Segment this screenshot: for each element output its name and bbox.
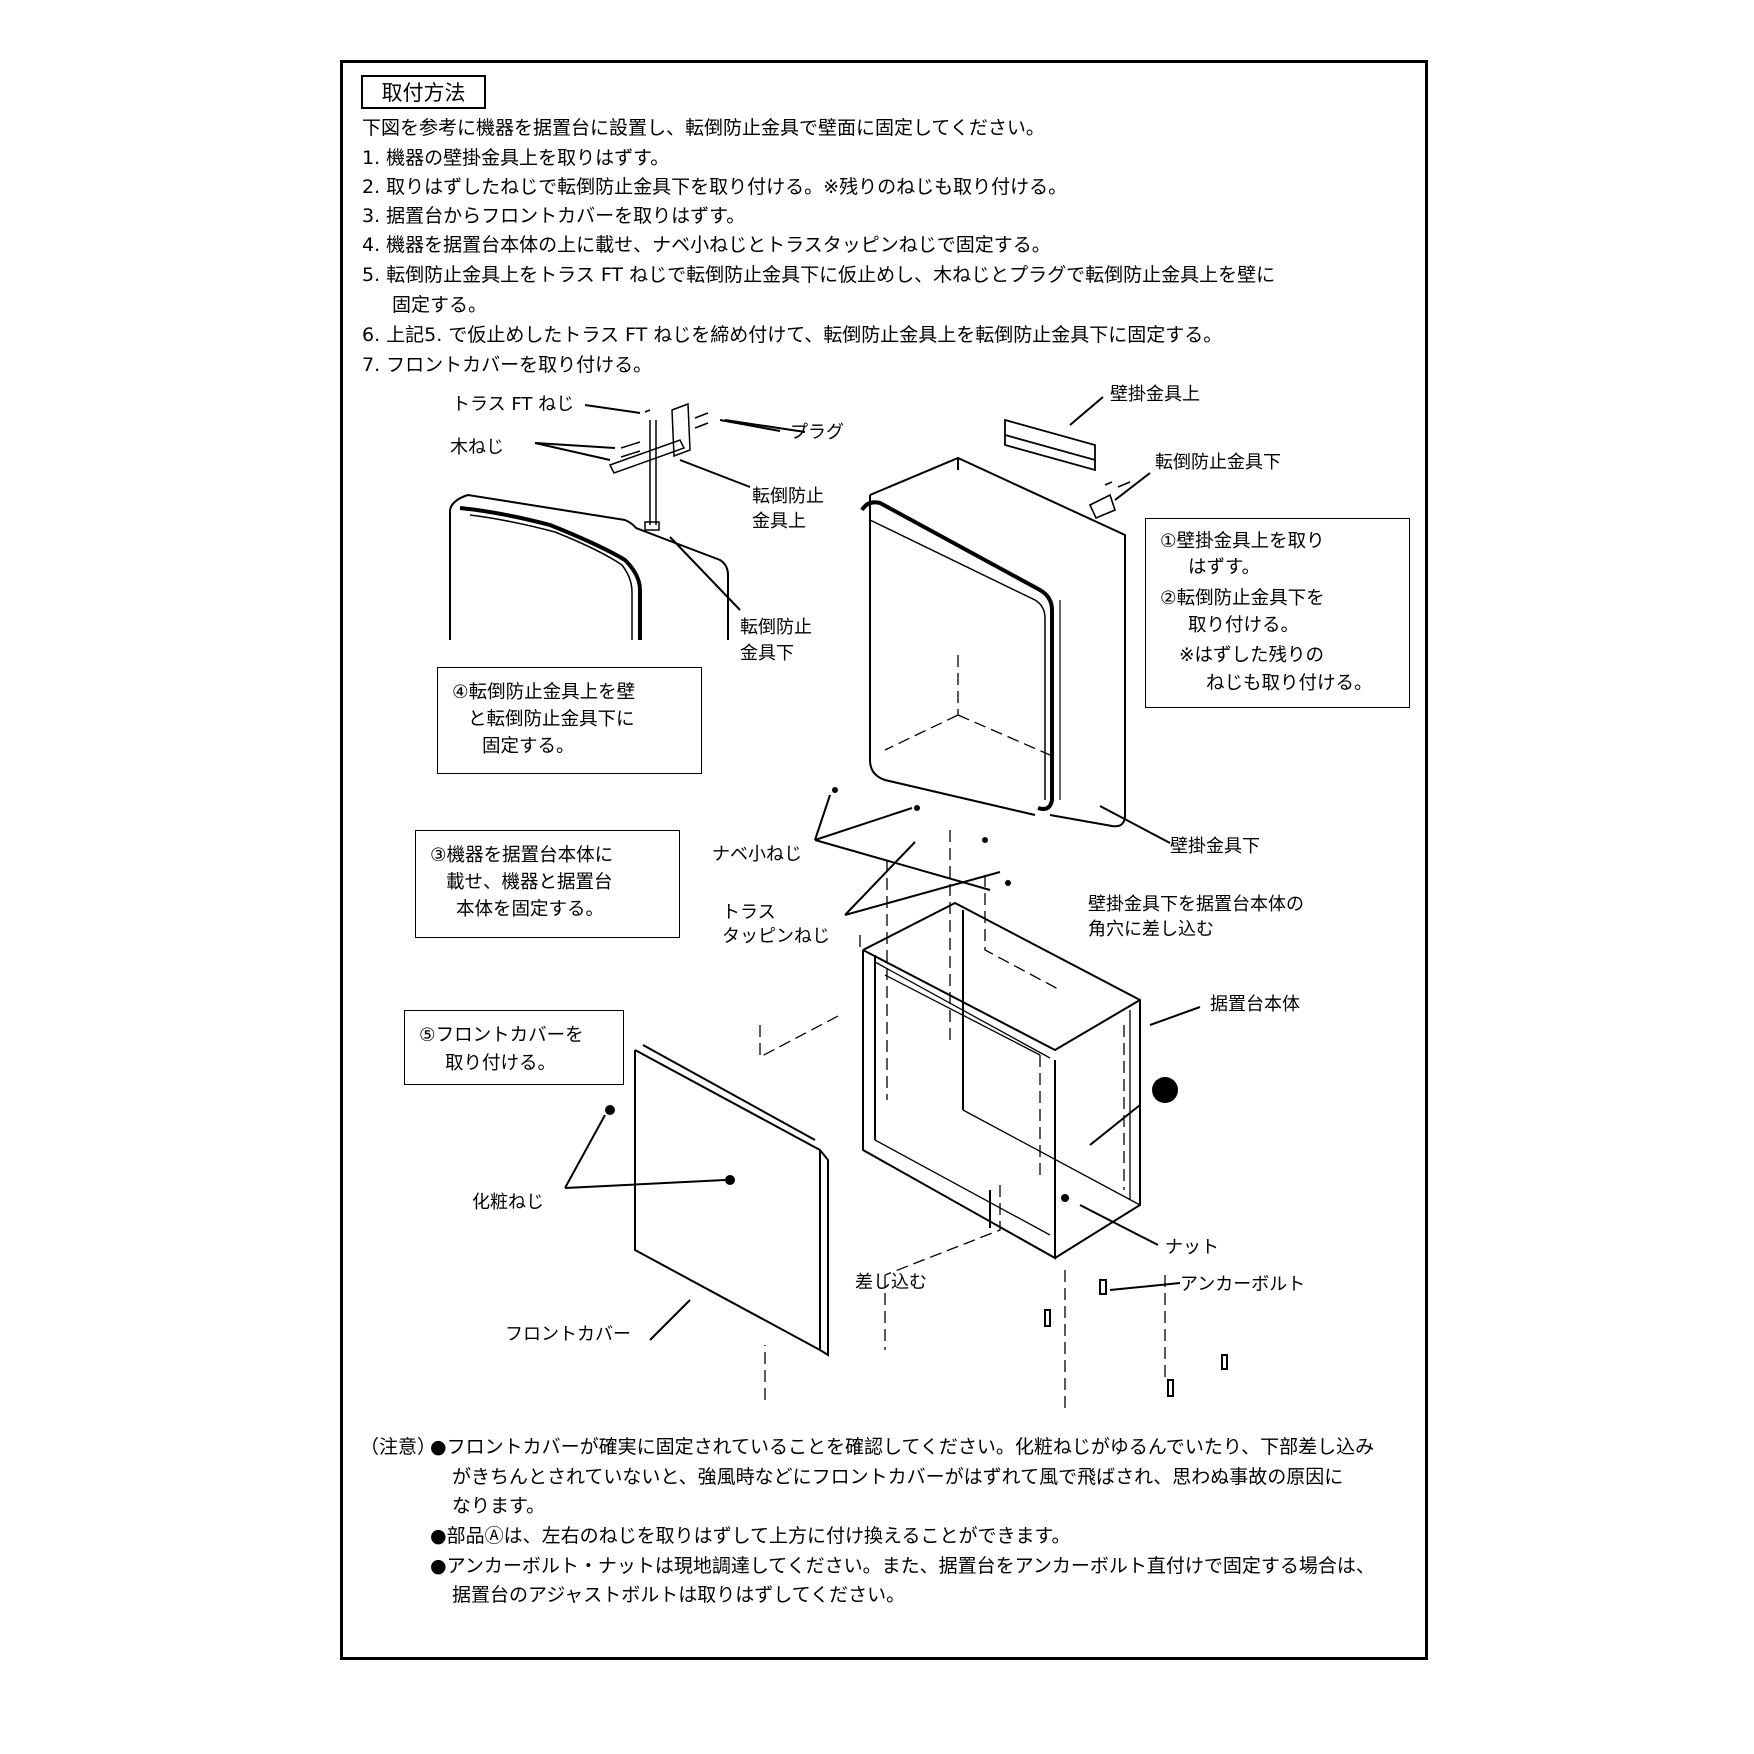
intro-text: 下図を参考に機器を据置台に設置し、転倒防止金具で壁面に固定してください。 xyxy=(362,117,1045,139)
inset-unit-top xyxy=(449,493,729,640)
note-1c: なります。 xyxy=(452,1495,546,1517)
unit-body xyxy=(860,456,1126,828)
step3-line: ③機器を据置台本体に xyxy=(430,845,614,866)
step-5-cont: 固定する。 xyxy=(392,294,488,316)
step3-line: 本体を固定する。 xyxy=(456,899,605,920)
label-tip-upper-1: 転倒防止 xyxy=(752,486,824,507)
label-wall-bracket-upper: 壁掛金具上 xyxy=(1110,384,1200,405)
label-front-cover: フロントカバー xyxy=(505,1324,631,1345)
step4-line: と転倒防止金具下に xyxy=(468,709,635,730)
wall-bracket-upper xyxy=(1004,418,1096,472)
cover-hidden xyxy=(759,875,1061,1400)
step-1: 1. 機器の壁掛金具上を取りはずす。 xyxy=(362,147,670,169)
step4-box: ④転倒防止金具上を壁 と転倒防止金具下に 固定する。 xyxy=(437,667,702,774)
page-frame xyxy=(340,60,1428,1660)
label-wall-bracket-lower: 壁掛金具下 xyxy=(1170,836,1260,857)
note-1b: がきちんとされていないと、強風時などにフロントカバーがはずれて風で飛ばされ、思わ… xyxy=(452,1466,1344,1488)
step1-line: 取り付ける。 xyxy=(1188,615,1300,636)
screw-marks xyxy=(605,787,1228,1397)
step5-line: ⑤フロントカバーを xyxy=(419,1025,584,1046)
step1-line: ※はずした残りの xyxy=(1179,645,1325,666)
step1-line: ②転倒防止金具下を xyxy=(1160,588,1325,609)
main-arrows xyxy=(564,396,1201,1341)
tip-bracket-lower xyxy=(1088,481,1131,520)
inset-arrows xyxy=(534,404,806,611)
label-truss-tapping-2: タッピンねじ xyxy=(722,926,830,947)
step5-box: ⑤フロントカバーを 取り付ける。 xyxy=(404,1010,624,1085)
note-2: ●部品Ⓐは、左右のねじを取りはずして上方に付け換えることができます。 xyxy=(430,1525,1071,1547)
unit-hidden-lines xyxy=(884,655,1051,756)
note-1a: ●フロントカバーが確実に固定されていることを確認してください。化粧ねじがゆるんで… xyxy=(430,1436,1375,1458)
section-title: 取付方法 xyxy=(361,75,486,109)
label-cosmetic-screw: 化粧ねじ xyxy=(472,1192,544,1213)
label-insert-note-2: 角穴に差し込む xyxy=(1088,919,1214,940)
stand-hidden xyxy=(886,830,1166,1410)
step4-line: ④転倒防止金具上を壁 xyxy=(452,682,636,703)
label-tip-bracket-lower: 転倒防止金具下 xyxy=(1155,452,1281,473)
label-part-a: Ⓐ xyxy=(1157,1083,1174,1103)
label-truss-tapping-1: トラス xyxy=(722,902,776,923)
stand-body xyxy=(862,901,1141,1260)
step-7: 7. フロントカバーを取り付ける。 xyxy=(362,354,653,376)
inset-bracket xyxy=(608,402,709,531)
step5-line: 取り付ける。 xyxy=(445,1053,557,1074)
label-stand-body: 据置台本体 xyxy=(1210,994,1300,1015)
step1-line: はずす。 xyxy=(1188,557,1261,578)
step3-box: ③機器を据置台本体に 載せ、機器と据置台 本体を固定する。 xyxy=(415,830,680,938)
step-6: 6. 上記5. で仮止めしたトラス FT ねじを締め付けて、転倒防止金具上を転倒… xyxy=(362,324,1223,346)
label-tip-upper-2: 金具上 xyxy=(752,511,806,532)
step1-line: ①壁掛金具上を取り xyxy=(1160,531,1325,552)
step3-line: 載せ、機器と据置台 xyxy=(446,872,613,893)
label-anchor-bolt: アンカーボルト xyxy=(1180,1274,1306,1295)
notes-head: （注意） xyxy=(360,1436,437,1458)
part-a-circle xyxy=(1152,1077,1178,1103)
step-4: 4. 機器を据置台本体の上に載せ、ナベ小ねじとトラスタッピンねじで固定する。 xyxy=(362,234,1051,256)
label-pan-screw: ナベ小ねじ xyxy=(712,844,802,865)
label-plug: プラグ xyxy=(790,422,844,443)
label-insert: 差し込む xyxy=(855,1272,927,1293)
step4-line: 固定する。 xyxy=(482,736,575,757)
label-tip-lower-1: 転倒防止 xyxy=(740,617,812,638)
label-truss-ft-screw: トラス FT ねじ xyxy=(452,394,575,415)
step1-box: ①壁掛金具上を取り はずす。 ②転倒防止金具下を 取り付ける。 ※はずした残りの… xyxy=(1145,518,1410,708)
label-nut: ナット xyxy=(1165,1237,1219,1258)
step-2: 2. 取りはずしたねじで転倒防止金具下を取り付ける。※残りのねじも取り付ける。 xyxy=(362,176,1068,198)
step-3: 3. 据置台からフロントカバーを取りはずす。 xyxy=(362,205,746,227)
step1-line: ねじも取り付ける。 xyxy=(1206,673,1373,694)
note-3b: 据置台のアジャストボルトは取りはずしてください。 xyxy=(452,1584,906,1606)
label-insert-note-1: 壁掛金具下を据置台本体の xyxy=(1088,894,1304,915)
note-3a: ●アンカーボルト・ナットは現地調達してください。また、据置台をアンカーボルト直付… xyxy=(430,1555,1375,1577)
step-5: 5. 転倒防止金具上をトラス FT ねじで転倒防止金具下に仮止めし、木ねじとプラ… xyxy=(362,264,1276,286)
label-wood-screw: 木ねじ xyxy=(450,437,504,458)
label-tip-lower-2: 金具下 xyxy=(740,643,794,664)
front-cover xyxy=(634,1044,829,1357)
